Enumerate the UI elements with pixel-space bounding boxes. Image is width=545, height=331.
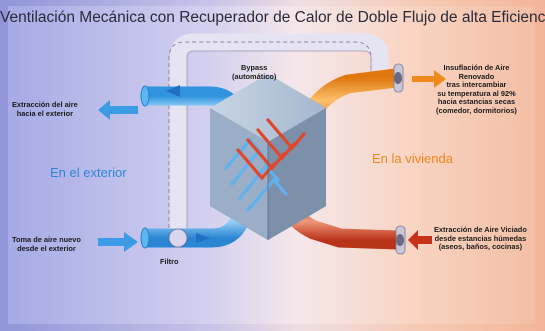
filter-label: Filtro bbox=[160, 257, 179, 266]
bypass-label: Bypass (automático) bbox=[232, 63, 277, 81]
flow-arrow-icon bbox=[166, 85, 180, 97]
flow-arrow-icon bbox=[196, 233, 210, 243]
zone-outside-label: En el exterior bbox=[50, 165, 127, 180]
diagram-title: Ventilación Mecánica con Recuperador de … bbox=[0, 9, 545, 26]
exhaust-arrow-icon bbox=[98, 100, 138, 120]
heat-exchanger bbox=[210, 74, 326, 240]
zone-inside-label: En la vivienda bbox=[372, 151, 453, 166]
stale-arrow-icon bbox=[408, 230, 432, 250]
extraction-exterior-label: Extracción del aire hacia el exterior bbox=[12, 100, 78, 118]
supply-label: Insuflación de Aire Renovado tras interc… bbox=[436, 63, 517, 115]
supply-arrow-icon bbox=[412, 70, 446, 88]
stale-extraction-label: Extracción de Aire Viciado desde estanci… bbox=[434, 225, 527, 252]
intake-arrow-icon bbox=[98, 232, 138, 252]
intake-label: Toma de aire nuevo desde el exterior bbox=[12, 235, 81, 253]
bypass-duct bbox=[168, 33, 389, 235]
